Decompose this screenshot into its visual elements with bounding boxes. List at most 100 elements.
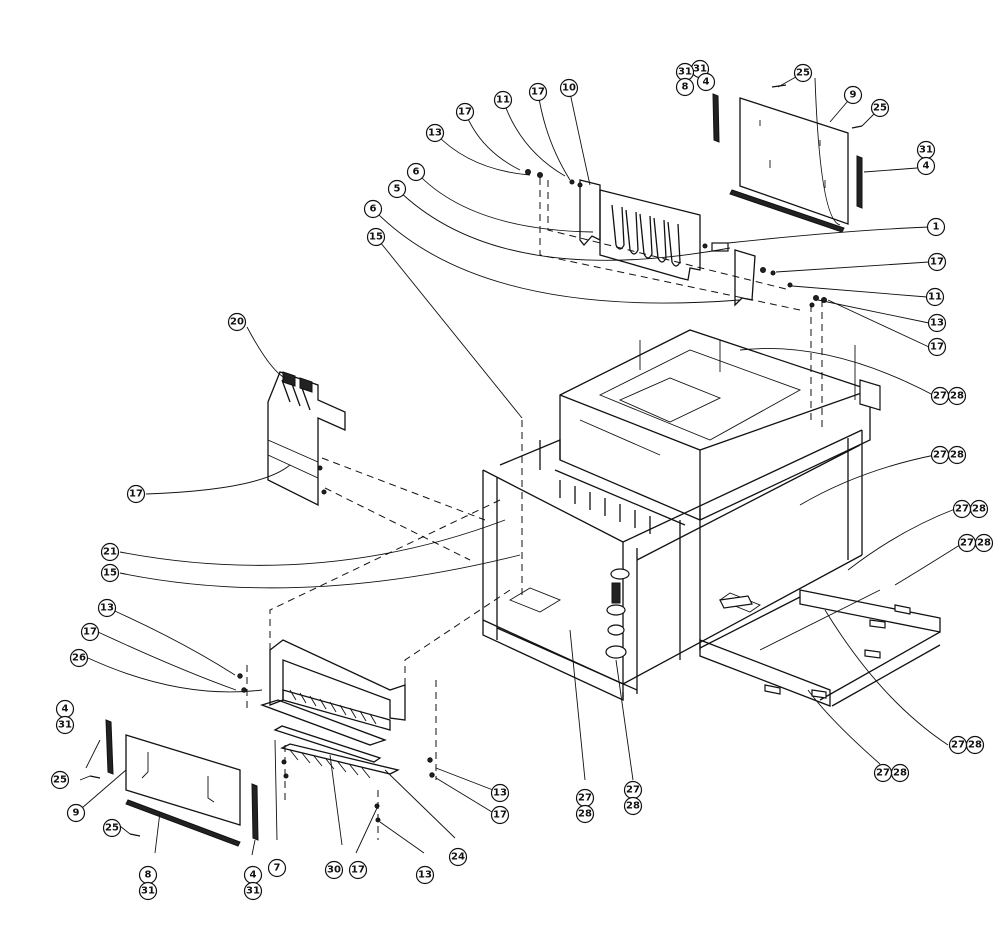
callout-17: 17 bbox=[455, 102, 475, 122]
callout-27: 27 bbox=[930, 445, 950, 465]
callout-5: 5 bbox=[387, 179, 407, 199]
callout-6: 6 bbox=[406, 162, 426, 182]
svg-text:6: 6 bbox=[413, 167, 420, 178]
callout-8: 8 bbox=[675, 77, 695, 97]
svg-text:17: 17 bbox=[531, 87, 545, 98]
svg-text:1: 1 bbox=[933, 222, 940, 233]
svg-text:28: 28 bbox=[972, 504, 986, 515]
svg-text:13: 13 bbox=[418, 870, 432, 881]
svg-text:27: 27 bbox=[960, 538, 974, 549]
svg-text:31: 31 bbox=[58, 720, 72, 731]
svg-text:25: 25 bbox=[53, 775, 67, 786]
svg-text:28: 28 bbox=[578, 809, 592, 820]
callout-28: 28 bbox=[890, 763, 910, 783]
svg-text:31: 31 bbox=[246, 886, 260, 897]
svg-text:9: 9 bbox=[73, 808, 80, 819]
svg-text:4: 4 bbox=[250, 870, 257, 881]
callout-17: 17 bbox=[528, 82, 548, 102]
callout-15: 15 bbox=[366, 227, 386, 247]
left-bracket-assembly bbox=[267, 371, 346, 507]
callout-11: 11 bbox=[493, 90, 513, 110]
svg-text:31: 31 bbox=[141, 886, 155, 897]
callout-1: 1 bbox=[926, 217, 946, 237]
svg-text:27: 27 bbox=[955, 504, 969, 515]
callout-8: 8 bbox=[138, 865, 158, 885]
callout-31: 31 bbox=[55, 715, 75, 735]
svg-text:27: 27 bbox=[933, 391, 947, 402]
callout-28: 28 bbox=[965, 735, 985, 755]
svg-text:31: 31 bbox=[678, 67, 692, 78]
svg-text:9: 9 bbox=[850, 90, 857, 101]
comb-bracket-assembly bbox=[525, 169, 827, 308]
svg-text:4: 4 bbox=[62, 704, 69, 715]
svg-text:11: 11 bbox=[496, 95, 510, 106]
svg-text:15: 15 bbox=[369, 232, 383, 243]
bottom-cover-panel bbox=[89, 719, 259, 847]
svg-text:24: 24 bbox=[451, 852, 465, 863]
callout-31: 31 bbox=[138, 881, 158, 901]
callout-13: 13 bbox=[490, 783, 510, 803]
callout-13: 13 bbox=[415, 865, 435, 885]
svg-text:25: 25 bbox=[796, 68, 810, 79]
svg-text:31: 31 bbox=[693, 64, 707, 75]
assembly-guide-lines bbox=[246, 178, 823, 840]
callout-27: 27 bbox=[873, 763, 893, 783]
svg-text:17: 17 bbox=[351, 865, 365, 876]
svg-text:8: 8 bbox=[145, 870, 152, 881]
callout-28: 28 bbox=[947, 386, 967, 406]
svg-text:17: 17 bbox=[930, 257, 944, 268]
svg-text:6: 6 bbox=[370, 204, 377, 215]
callout-26: 26 bbox=[69, 648, 89, 668]
top-cover-panel bbox=[739, 97, 849, 225]
svg-text:28: 28 bbox=[977, 538, 991, 549]
callout-25: 25 bbox=[50, 770, 70, 790]
svg-text:15: 15 bbox=[103, 568, 117, 579]
callout-15: 15 bbox=[100, 563, 120, 583]
callout-17: 17 bbox=[490, 805, 510, 825]
callout-13: 13 bbox=[927, 313, 947, 333]
callout-4: 4 bbox=[243, 865, 263, 885]
callout-27: 27 bbox=[948, 735, 968, 755]
callout-17: 17 bbox=[348, 860, 368, 880]
svg-text:27: 27 bbox=[933, 450, 947, 461]
svg-text:28: 28 bbox=[968, 740, 982, 751]
callout-20: 20 bbox=[227, 312, 247, 332]
callout-17: 17 bbox=[80, 622, 100, 642]
svg-text:21: 21 bbox=[103, 547, 117, 558]
callout-21: 21 bbox=[100, 542, 120, 562]
callout-31: 31 bbox=[916, 140, 936, 160]
callout-17: 17 bbox=[126, 484, 146, 504]
callout-17: 17 bbox=[927, 337, 947, 357]
svg-text:13: 13 bbox=[428, 128, 442, 139]
callout-27: 27 bbox=[957, 533, 977, 553]
svg-text:20: 20 bbox=[230, 317, 244, 328]
callout-10: 10 bbox=[559, 78, 579, 98]
callout-28: 28 bbox=[974, 533, 994, 553]
svg-text:25: 25 bbox=[873, 103, 887, 114]
callout-27: 27 bbox=[623, 780, 643, 800]
svg-text:30: 30 bbox=[327, 865, 341, 876]
callout-13: 13 bbox=[425, 123, 445, 143]
right-extension-frame bbox=[699, 589, 941, 707]
callout-28: 28 bbox=[969, 499, 989, 519]
callout-4: 4 bbox=[696, 72, 716, 92]
callout-4: 4 bbox=[55, 699, 75, 719]
svg-text:17: 17 bbox=[83, 627, 97, 638]
callout-9: 9 bbox=[66, 803, 86, 823]
callout-25: 25 bbox=[870, 98, 890, 118]
svg-text:28: 28 bbox=[893, 768, 907, 779]
svg-text:13: 13 bbox=[100, 603, 114, 614]
callout-28: 28 bbox=[623, 796, 643, 816]
svg-text:4: 4 bbox=[703, 77, 710, 88]
svg-text:28: 28 bbox=[626, 801, 640, 812]
callout-27: 27 bbox=[952, 499, 972, 519]
svg-text:17: 17 bbox=[493, 810, 507, 821]
callout-25: 25 bbox=[793, 63, 813, 83]
main-frame bbox=[482, 329, 881, 702]
svg-text:28: 28 bbox=[950, 450, 964, 461]
svg-text:11: 11 bbox=[928, 292, 942, 303]
svg-text:13: 13 bbox=[493, 788, 507, 799]
svg-text:31: 31 bbox=[919, 145, 933, 156]
